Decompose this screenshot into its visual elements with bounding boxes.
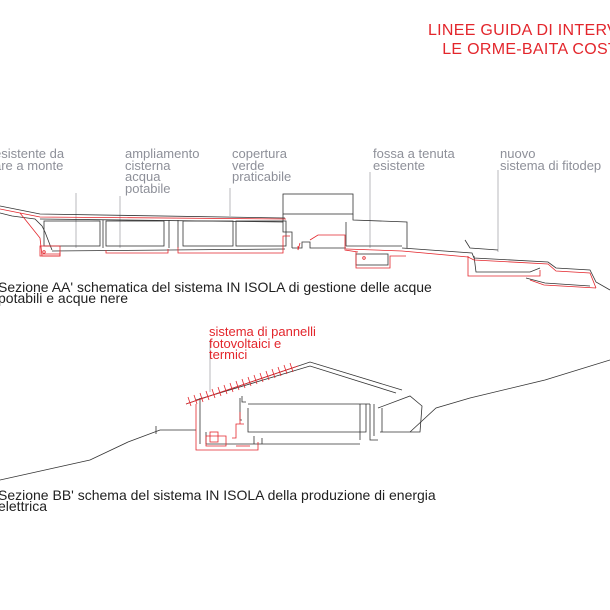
solar-panel-hatching xyxy=(185,362,299,407)
section-aa-linework xyxy=(0,170,610,291)
sheet-title-line-2: LE ORME-BAITA COST xyxy=(442,41,610,58)
label-tank-extension: ampliamento cisterna acqua potabile xyxy=(125,146,200,196)
label-existing-tank: esistente da are a monte xyxy=(0,146,65,173)
sheet-title-line-1: LINEE GUIDA DI INTERV xyxy=(427,22,610,39)
label-solar-panels: sistema di pannelli fotovoltaici e termi… xyxy=(209,324,316,362)
section-bb-linework xyxy=(0,359,610,481)
caption-section-bb-line-2: elettrica xyxy=(0,498,48,514)
caption-section-aa-line-2: potabili e acque nere xyxy=(0,290,128,306)
label-green-roof: copertura verde praticabile xyxy=(232,146,292,184)
aa-leader-lines xyxy=(75,170,499,252)
label-phyto-system: nuovo sistema di fitodep xyxy=(500,146,602,173)
label-septic-tank: fossa a tenuta esistente xyxy=(373,146,455,173)
caption-section-bb-line-1: Sezione BB' schema del sistema IN ISOLA … xyxy=(0,487,436,503)
caption-section-aa-line-1: Sezione AA' schematica del sistema IN IS… xyxy=(0,279,432,295)
bb-red-system xyxy=(185,362,299,451)
aa-red-system xyxy=(0,208,597,289)
